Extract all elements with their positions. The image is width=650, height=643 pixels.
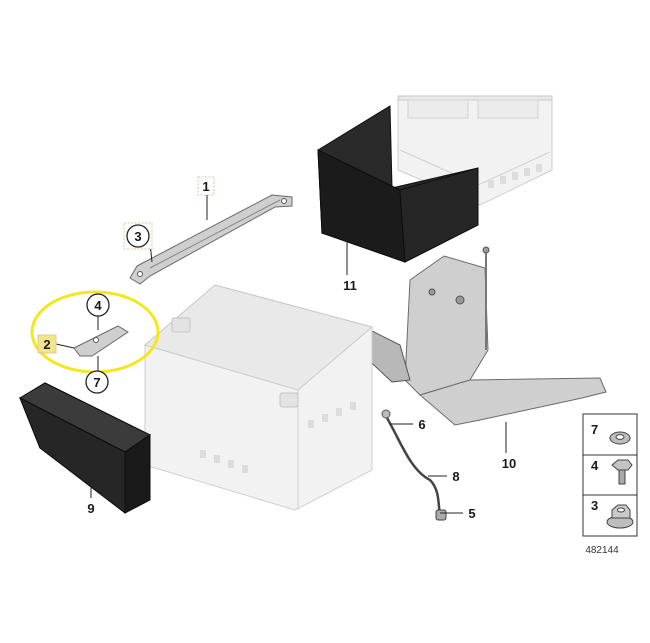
flange-nut-icon: [606, 504, 634, 529]
retaining-clip[interactable]: [73, 325, 129, 357]
small-parts-legend: 7 4 3: [582, 413, 638, 537]
callout-1-text: 1: [202, 179, 209, 194]
callout-1[interactable]: 1: [197, 176, 215, 196]
ground-cable[interactable]: [381, 409, 447, 521]
callout-11[interactable]: 11: [343, 278, 357, 293]
callout-3-text: 3: [134, 229, 141, 244]
diagram-reference-number: 482144: [585, 545, 619, 556]
callout-4[interactable]: 4: [86, 293, 110, 317]
legend-item-4[interactable]: 4: [591, 458, 633, 485]
battery-tray-bracket[interactable]: [342, 246, 607, 426]
battery: [143, 284, 374, 511]
callout-3[interactable]: 3: [123, 222, 153, 250]
callout-9[interactable]: 9: [87, 501, 94, 516]
legend-item-3-text: 3: [591, 498, 598, 513]
callout-10-text: 10: [502, 456, 516, 471]
callout-6-text: 6: [418, 417, 425, 432]
callout-8[interactable]: 8: [452, 469, 459, 484]
callout-4-text: 4: [94, 298, 102, 313]
legend-item-7[interactable]: 7: [591, 422, 631, 445]
battery-side-cover[interactable]: [18, 382, 151, 515]
hex-nut-bolt-icon: [611, 459, 633, 485]
leader-lines: [55, 195, 507, 514]
legend-item-3[interactable]: 3: [591, 498, 634, 529]
callout-9-text: 9: [87, 501, 94, 516]
battery-insulation-cover[interactable]: [317, 105, 479, 263]
callout-7-text: 7: [93, 375, 100, 390]
callout-11-text: 11: [343, 278, 357, 293]
callout-5-text: 5: [468, 506, 475, 521]
callout-7[interactable]: 7: [85, 370, 109, 394]
callout-5[interactable]: 5: [468, 506, 475, 521]
legend-item-4-text: 4: [591, 458, 599, 473]
callout-2[interactable]: 2: [37, 334, 57, 354]
callout-2-text: 2: [43, 337, 50, 352]
callout-8-text: 8: [452, 469, 459, 484]
callout-10[interactable]: 10: [502, 456, 516, 471]
callout-6[interactable]: 6: [418, 417, 425, 432]
battery-hold-down-strap[interactable]: [129, 194, 293, 285]
legend-item-7-text: 7: [591, 422, 598, 437]
